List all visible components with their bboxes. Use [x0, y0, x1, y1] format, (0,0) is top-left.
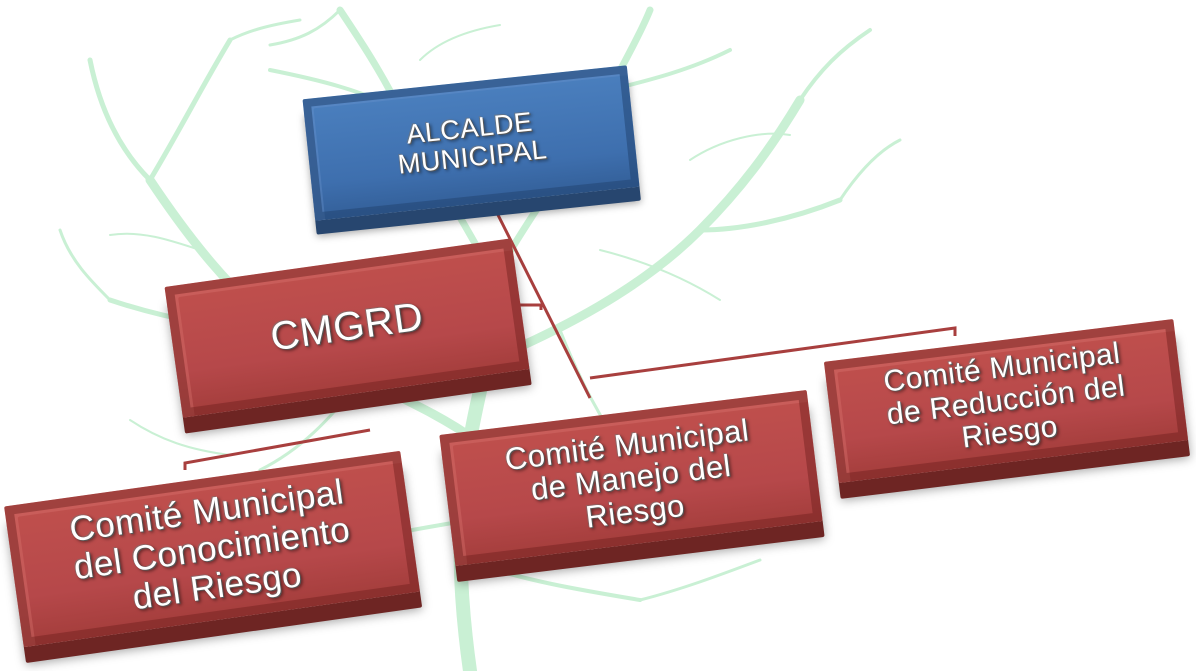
connector-cmgrd	[515, 303, 543, 310]
connector-reduccion	[589, 326, 957, 380]
connector-conocimiento	[183, 428, 371, 470]
connector-alcalde-down	[491, 204, 592, 399]
